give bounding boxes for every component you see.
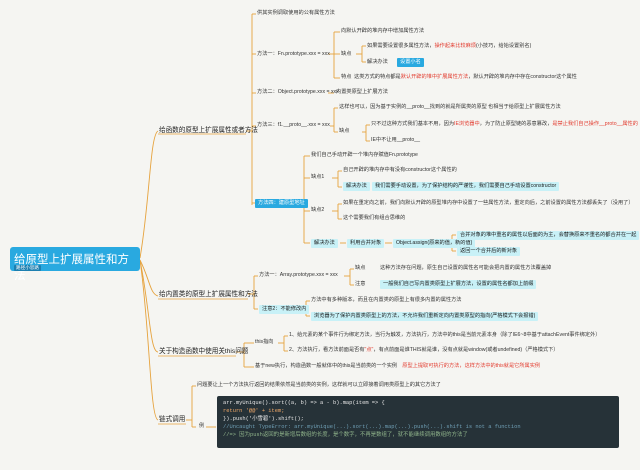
ie-red: IE浏览器中 <box>454 121 480 127</box>
node-this-new: 基于new执行，构造函数一般就体中的this是当前类的一个实例 原型上提取可执行… <box>255 363 540 370</box>
root-title: 给原型上扩展属性和方法 <box>14 254 129 282</box>
node-array-note-detail: 一般我们自己写内置类原型上扩展方法，设置的属性名都加上前缀 <box>380 280 537 289</box>
node-chain-example: 例 <box>199 423 205 429</box>
node-method4-cons2-note: 这个需要我们有组合思维的 <box>343 215 406 221</box>
cons-tip: (小技巧，给始设置别名) <box>475 43 532 49</box>
node-method1: 方法一：Fn.prototype.xxx = xxx <box>257 51 330 57</box>
code-line-1: arr.myUnique().sort((a, b) => a - b).map… <box>223 400 385 406</box>
root-badge: 路径小思路 <box>14 265 41 271</box>
branch-this-problem: 关于构造函数中使用关this问题 <box>159 348 249 355</box>
branch-function-prototype: 给函数的原型上扩展属性或者方法 <box>159 127 258 134</box>
code-line-4: //Uncaught TypeError: arr.myUnique(...).… <box>223 424 521 430</box>
code-block: arr.myUnique().sort((a, b) => a - b).map… <box>217 396 619 448</box>
node-method1-cons: 缺点 <box>341 51 352 57</box>
node-method3: 方法三：f1.__proto__.xxx = xxx <box>257 122 330 128</box>
branch-builtin-prototype: 给内置类的原型上扩展属性和方法 <box>159 291 258 298</box>
cons-red: 操作起来比较麻烦 <box>434 43 476 49</box>
node-object-assign: Object.assign(原来的值，新的值) <box>393 239 476 248</box>
new-red: 原型上提取可执行的方法 <box>402 363 460 369</box>
node-array-note2-a: 方法中有多种版本，而且在内置类的原型上有很多内置的属性方法 <box>311 297 462 303</box>
ie-red2: 是禁止我们自己操作__proto__属性的 <box>552 121 638 127</box>
node-this-rule1: 1、给元素的某个事件行为绑定方法，当行为触发，方法执行，方法中的this是当前元… <box>289 332 601 338</box>
node-method4-cons1-detail: 自己开辟的堆内存中有没有constructor这个属性的 <box>343 167 457 173</box>
node-method4-cons1-fix: 我们需要手动设置，为了保护结构的严谨性，我们需要自己手动设置constructo… <box>372 182 560 191</box>
node-method3-cons: 缺点 <box>339 128 350 134</box>
node-array-note2: 注意2：不能修改内 <box>259 305 310 314</box>
feat-text: 这类方式的特点都是 <box>354 74 401 80</box>
node-method4-heap: 我们自己手动开辟一个堆内存赋值Fn.prototype <box>311 152 418 158</box>
code-line-3: }).push('小雪碧').shift(); <box>223 416 304 422</box>
node-method3-detail: 这样也可以，因为基于实例的__proto__找到的就是所属类的原型 <box>339 104 487 110</box>
node-array-method1: 方法一：Array.prototype.xxx = xxx <box>259 272 338 278</box>
root-node: 给原型上扩展属性和方法 路径小思路 <box>10 247 140 282</box>
node-method1-solution: 解决办法 <box>367 59 388 65</box>
node-merge-return: 返回一个合并后的新对象 <box>457 247 521 256</box>
node-method3-cons-ie: 只不过这种方式我们基本不用，因为IE浏览器中，为了防止原型链的恶意篡改，是禁止我… <box>371 121 638 128</box>
node-method4-cons1-solution: 解决办法 <box>343 182 370 191</box>
node-array-cons: 缺点 <box>355 265 366 271</box>
node-method4-cons1: 缺点1 <box>311 174 325 180</box>
rule2-tail: ，有点前面是谁THIS就是谁，没有点就是window(或者undefined)（… <box>373 347 559 353</box>
rule2-text: 2、方法执行，看方法前面是否有 <box>289 347 365 353</box>
ie-text: 只不过这种方式我们基本不用，因为 <box>371 121 455 127</box>
node-chain-desc: 问题要让上一个方法执行返回的结果依然是当前类的实例，这样就可以立即接着调用类原型… <box>197 382 441 388</box>
node-method1-add: 向默认开辟的堆内存中增加属性方法 <box>341 28 425 34</box>
node-method1-feature: 特点 <box>341 74 352 80</box>
node-method4: 方法四：建原型地址 <box>255 199 308 208</box>
code-line-2: return '@@' + item; <box>223 408 285 414</box>
new-red2: ，这样方法中的this就是它所属实例 <box>459 363 541 369</box>
cons-text: 如果需要设置很多属性方法， <box>367 43 435 49</box>
feat-tail: ，默认开辟的堆内存中存在constructor这个属性 <box>468 74 577 80</box>
feat-red: 默认开辟的堆中扩展属性方法 <box>400 74 469 80</box>
node-method4-merge: 利用合并对象 <box>347 239 385 248</box>
code-line-5: //=> 因为push返回的是新增后数组的长度，是个数字，不再是数组了，就不能继… <box>223 432 468 438</box>
node-merge-rule: 合并对象的堆中重名的属性以后面的为主，会替换原来不重名的都合并在一起 <box>457 231 640 240</box>
node-method4-cons2-detail: 如果在重定向之前，我们向默认开辟的原型堆内存中设置了一些属性方法，重定向后，之前… <box>343 200 634 206</box>
ie-text2: ，为了防止原型链的恶意篡改， <box>479 121 553 127</box>
node-this-pointer: this指向 <box>255 339 274 345</box>
node-method1-feature-detail: 这类方式的特点都是默认开辟的堆中扩展属性方法，默认开辟的堆内存中存在constr… <box>354 74 577 81</box>
node-method4-cons2: 缺点2 <box>311 207 325 213</box>
node-method3-detail2: 也相当于给原型上扩展属性方法 <box>488 104 561 110</box>
node-method2: 方法二：Object.prototype.xxx = xxx <box>257 89 339 95</box>
node-public-props: 供其实例调取使用的公有属性方法 <box>257 10 335 16</box>
node-array-note: 注意 <box>355 281 366 287</box>
node-method3-ie-note: IE中不让用__proto__ <box>371 137 421 143</box>
node-array-cons-detail: 这种方法存在问题，原生自己设置的属性名可能会把内置的属性方法覆盖掉 <box>380 265 552 271</box>
node-method2-detail: 内置类原型上扩展方法 <box>336 89 388 95</box>
node-array-note2-b: 浏览器为了保护内置类原型上的方法，不允许我们重新定向内置类原型的指向(严格模式下… <box>311 312 539 321</box>
rule2-dot: "点" <box>364 347 374 353</box>
node-method4-solution: 解决办法 <box>311 239 338 248</box>
branch-chain-call: 链式调用 <box>159 416 186 423</box>
node-method1-alias: 设置小名 <box>397 58 424 67</box>
node-method1-cons-detail: 如果需要设置很多属性方法，操作起来比较麻烦(小技巧，给始设置别名) <box>367 43 531 50</box>
new-text: 基于new执行，构造函数一般就体中的this是当前类的一个实例 <box>255 363 398 369</box>
node-this-rule2: 2、方法执行，看方法前面是否有"点"，有点前面是谁THIS就是谁，没有点就是wi… <box>289 347 558 354</box>
